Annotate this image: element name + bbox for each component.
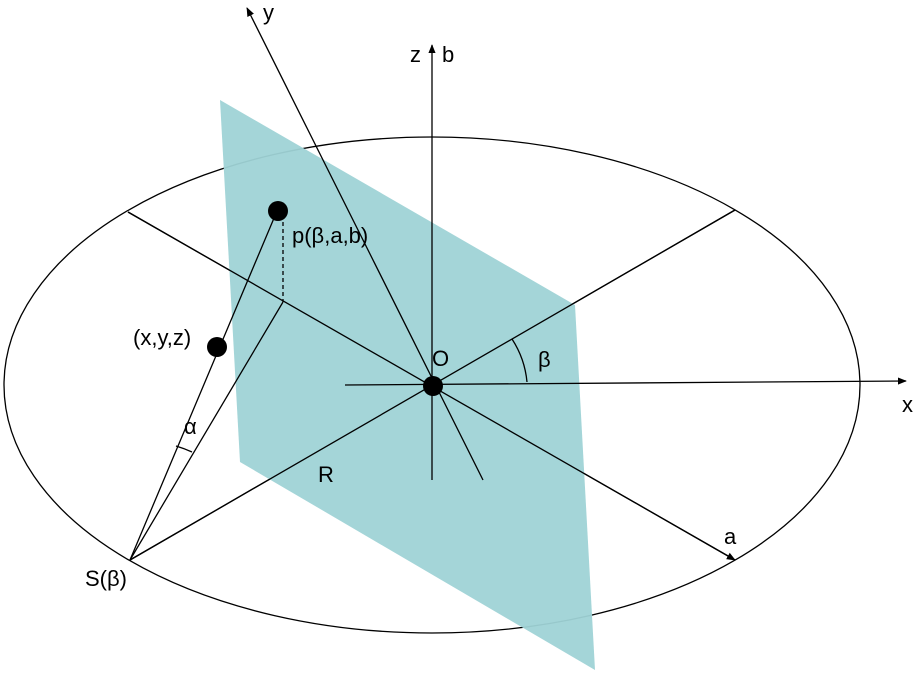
y-axis xyxy=(246,7,484,481)
source-label: S(β) xyxy=(85,566,127,591)
y-axis-label: y xyxy=(263,0,274,25)
beta-angle-arc xyxy=(511,338,528,383)
ray-to-projection xyxy=(129,210,278,561)
alpha-angle-arc xyxy=(175,445,193,453)
origin-point xyxy=(423,376,443,396)
object-point xyxy=(207,337,227,357)
z-axis-label: z xyxy=(410,42,421,67)
x-axis-label: x xyxy=(902,392,913,417)
a-axis-label: a xyxy=(724,524,737,549)
ray-to-foot xyxy=(129,301,284,561)
projection-point xyxy=(268,201,288,221)
radius-label: R xyxy=(318,462,334,487)
origin-label: O xyxy=(432,346,449,371)
b-axis-label: b xyxy=(442,42,454,67)
alpha-angle-label: α xyxy=(184,414,197,439)
object-point-label: (x,y,z) xyxy=(133,325,191,350)
beta-angle-label: β xyxy=(538,347,551,372)
projection-point-label: p(β,a,b) xyxy=(292,223,368,248)
